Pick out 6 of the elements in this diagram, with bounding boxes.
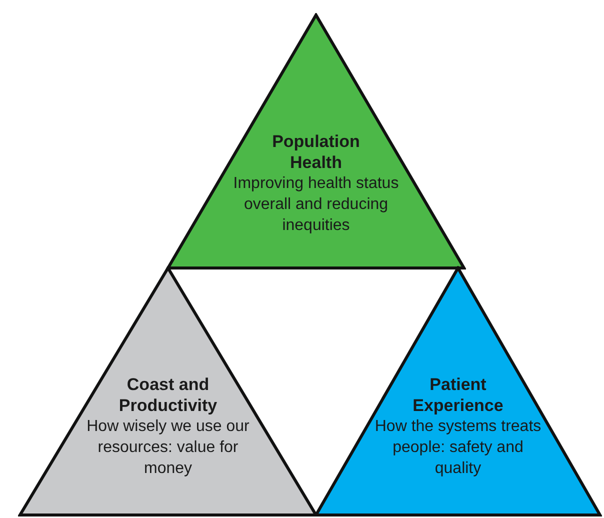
- triangle-heading: Coast and Productivity: [118, 374, 218, 416]
- triangle-heading: Patient Experience: [412, 374, 504, 416]
- triangle-heading: Population Health: [271, 131, 361, 173]
- triangle-description: Improving health status overall and reducing inequities: [232, 174, 400, 236]
- triangle-description: How the systems treats people: safety and quality: [374, 417, 542, 479]
- triangle-description: How wisely we use our resources: value for money: [86, 417, 250, 479]
